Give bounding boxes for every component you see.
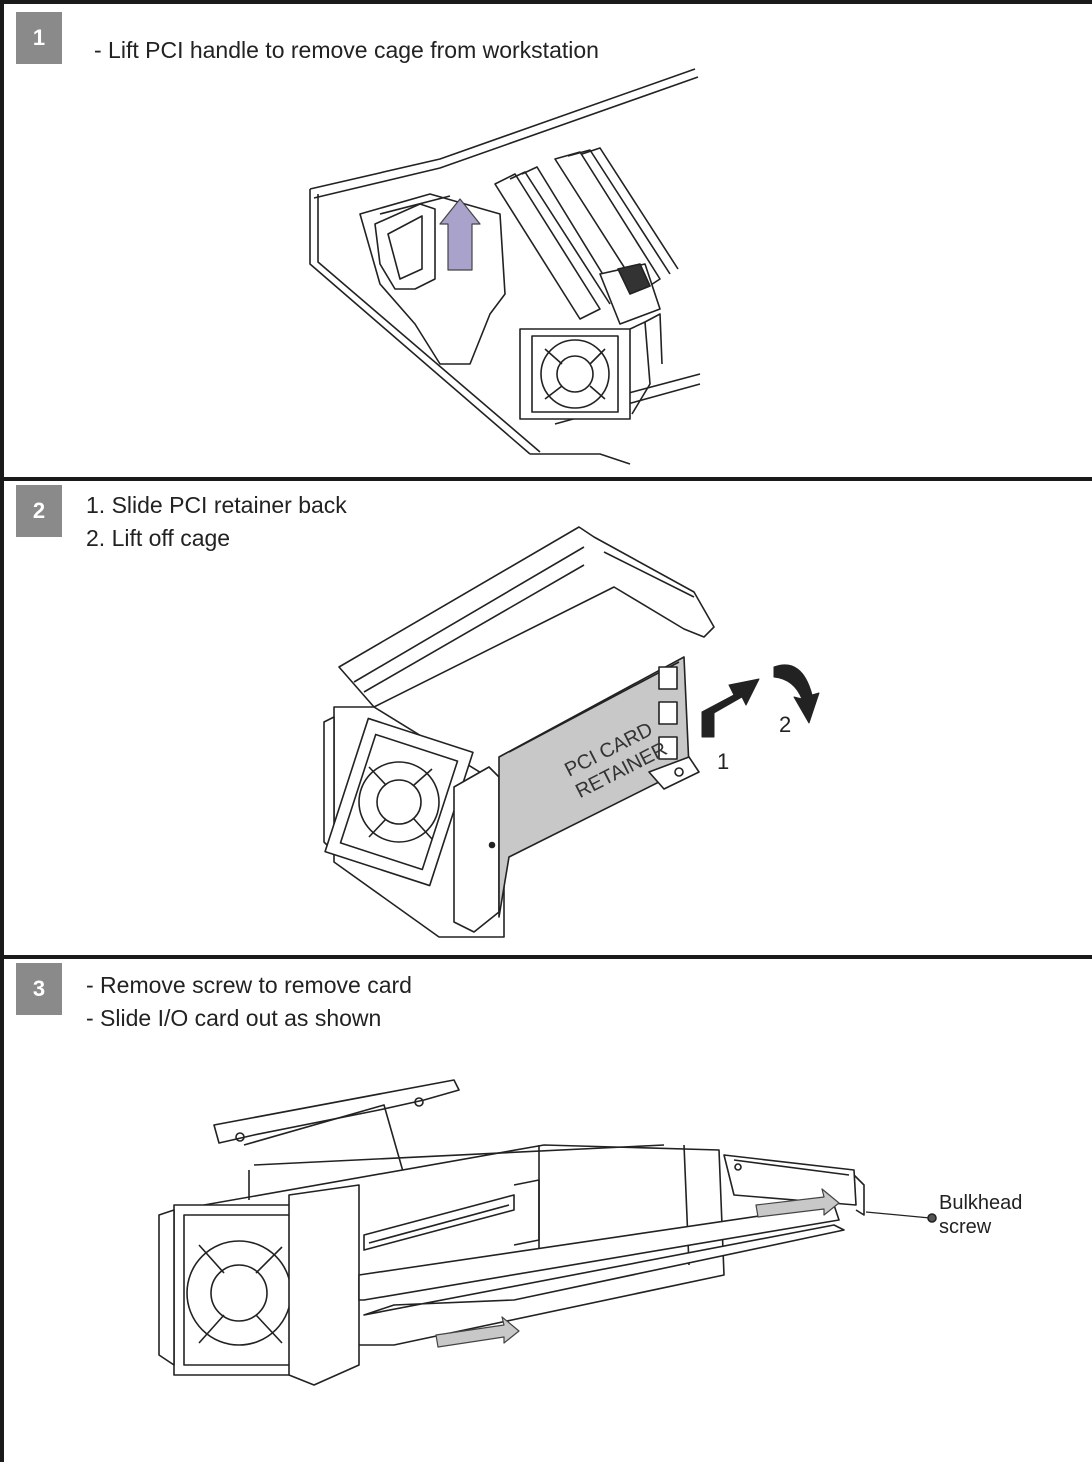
io-card: [358, 1204, 840, 1301]
slide-out-arrow-icon: [435, 1316, 520, 1348]
step-1-instructions: - Lift PCI handle to remove cage from wo…: [94, 34, 599, 67]
step-2-instructions: 1. Slide PCI retainer back 2. Lift off c…: [86, 489, 347, 555]
pci-cage-illustration: PCI CARD RETAINER 1 2: [323, 526, 820, 938]
bulkhead-screw-callout: Bulkhead screw: [939, 1191, 1022, 1239]
lift-off-arrow-icon: [773, 664, 820, 724]
bulkhead-screw-icon: [927, 1213, 937, 1223]
step-2-line-1: 1. Slide PCI retainer back: [86, 492, 347, 518]
panel-divider: [4, 955, 1092, 959]
step-1-panel: 1 - Lift PCI handle to remove cage from …: [4, 4, 1092, 473]
panel-divider: [4, 477, 1092, 481]
io-card-removal-illustration: [158, 1079, 937, 1386]
workstation-chassis-illustration: [309, 68, 701, 465]
step-3-line-2: - Slide I/O card out as shown: [86, 1005, 382, 1031]
step-2-panel: 2 1. Slide PCI retainer back 2. Lift off…: [4, 477, 1092, 951]
slide-out-arrow-icon: [755, 1188, 840, 1218]
step-3-instructions: - Remove screw to remove card - Slide I/…: [86, 969, 412, 1035]
step-2-line-2: 2. Lift off cage: [86, 525, 231, 551]
step-3-line-1: - Remove screw to remove card: [86, 972, 412, 998]
callout-line-1: Bulkhead: [939, 1192, 1023, 1214]
arrow-1-label: 1: [717, 749, 729, 774]
lift-arrow-icon: [439, 198, 481, 271]
step-2-badge: 2: [16, 485, 62, 537]
slide-arrow-icon: [701, 678, 760, 738]
step-1-line-1: - Lift PCI handle to remove cage from wo…: [94, 37, 599, 63]
step-3-panel: 3 - Remove screw to remove card - Slide …: [4, 955, 1092, 1462]
pci-card-retainer: [498, 656, 690, 918]
arrow-2-label: 2: [779, 712, 791, 737]
step-3-badge: 3: [16, 963, 62, 1015]
callout-line-2: screw: [939, 1216, 992, 1238]
step-1-badge: 1: [16, 12, 62, 64]
